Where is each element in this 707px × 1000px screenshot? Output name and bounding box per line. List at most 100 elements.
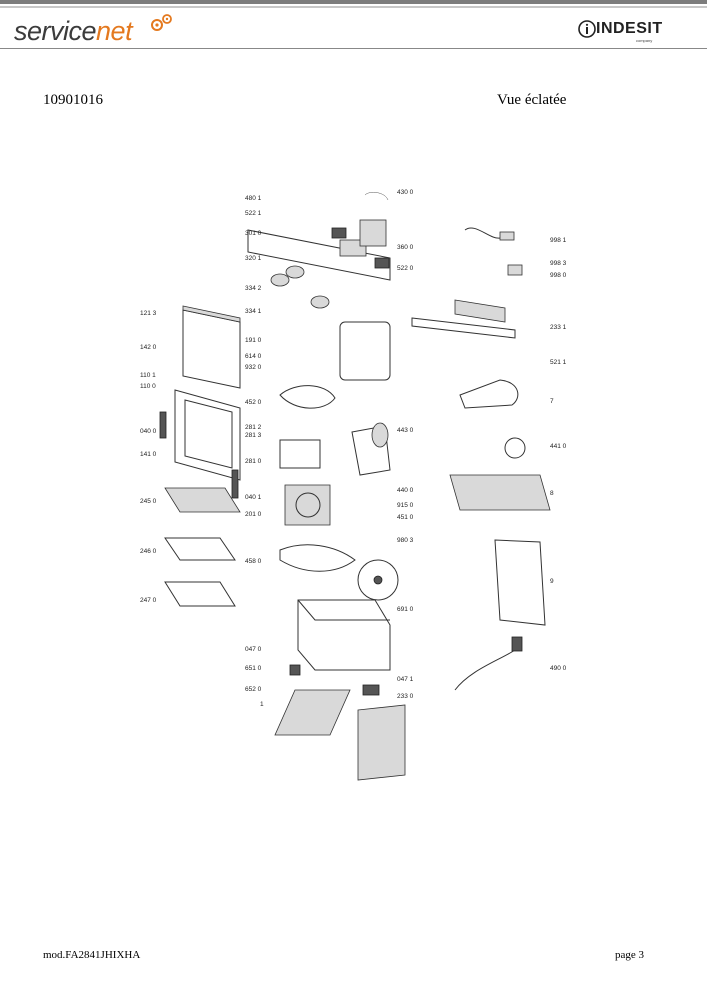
hinge bbox=[231, 469, 239, 499]
page-number: page 3 bbox=[615, 949, 645, 961]
oven-seal bbox=[339, 321, 391, 381]
rear-cover bbox=[494, 539, 546, 626]
label: 458 0 bbox=[245, 558, 262, 565]
label: 142 0 bbox=[140, 344, 157, 351]
circular-element bbox=[279, 544, 356, 572]
knob bbox=[285, 265, 305, 279]
fan-blade bbox=[357, 559, 399, 601]
label: 443 0 bbox=[397, 427, 414, 434]
label: 998 0 bbox=[550, 272, 567, 279]
top-band bbox=[0, 0, 707, 4]
label: 614 0 bbox=[245, 353, 262, 360]
deep-tray bbox=[164, 581, 236, 607]
door-inner-glass bbox=[184, 399, 233, 469]
label: 651 0 bbox=[245, 665, 262, 672]
gears-icon bbox=[151, 14, 172, 31]
rack bbox=[274, 689, 351, 736]
lamp bbox=[289, 664, 301, 676]
label: 522 0 bbox=[397, 265, 414, 272]
cooling-fan bbox=[504, 437, 526, 459]
label: 141 0 bbox=[140, 451, 157, 458]
label: 233 0 bbox=[397, 693, 414, 700]
switch bbox=[331, 227, 347, 239]
knob bbox=[270, 273, 290, 287]
grill-element bbox=[279, 385, 336, 409]
hinge bbox=[159, 411, 167, 439]
oven-cavity bbox=[297, 599, 391, 671]
display bbox=[339, 239, 367, 257]
label: 8 bbox=[550, 490, 554, 497]
label: 7 bbox=[550, 398, 554, 405]
grill-tray bbox=[164, 487, 241, 513]
label: 281 0 bbox=[245, 458, 262, 465]
label: 360 0 bbox=[397, 244, 414, 251]
label: 301 0 bbox=[245, 230, 262, 237]
label: 440 0 bbox=[397, 487, 414, 494]
wiring-harness bbox=[454, 649, 516, 691]
label: 998 1 bbox=[550, 237, 567, 244]
label: 521 1 bbox=[550, 359, 567, 366]
door-frame bbox=[174, 389, 241, 481]
label: 980 3 bbox=[397, 537, 414, 544]
terminal-block bbox=[362, 684, 380, 696]
label: 490 0 bbox=[550, 665, 567, 672]
label: 334 1 bbox=[245, 308, 262, 315]
label: 040 1 bbox=[245, 494, 262, 501]
knob bbox=[310, 295, 330, 309]
label: 281 3 bbox=[245, 432, 262, 439]
label: 233 1 bbox=[550, 324, 567, 331]
label: 932 0 bbox=[245, 364, 262, 371]
harness-connector bbox=[511, 636, 523, 652]
label: 110 1 bbox=[140, 372, 156, 379]
fan-cover bbox=[284, 484, 331, 526]
label: 281 2 bbox=[245, 424, 262, 431]
label: 201 0 bbox=[245, 511, 262, 518]
part-labels: 480 1 522 1 301 0 320 1 334 2 334 1 430 … bbox=[140, 189, 567, 708]
door-top-trim bbox=[182, 305, 241, 323]
fan-grille bbox=[295, 492, 321, 518]
indesit-company: company bbox=[636, 38, 653, 43]
door-glass-outer bbox=[182, 309, 241, 389]
fan-hub bbox=[373, 575, 383, 585]
header-rule bbox=[0, 48, 707, 49]
label: 047 0 bbox=[245, 646, 262, 653]
fan-motor bbox=[371, 422, 389, 448]
label: 430 0 bbox=[397, 189, 414, 196]
label: 047 1 bbox=[397, 676, 414, 683]
programmer-board bbox=[359, 219, 387, 247]
electronic-board bbox=[411, 317, 516, 339]
cable-998 bbox=[464, 227, 501, 239]
switch bbox=[374, 257, 390, 269]
reflector bbox=[279, 439, 321, 469]
label: 480 1 bbox=[245, 195, 262, 202]
indesit-logo: INDESIT bbox=[596, 20, 663, 37]
label: 246 0 bbox=[140, 548, 157, 555]
label: 915 0 bbox=[397, 502, 414, 509]
label: 110 0 bbox=[140, 383, 156, 390]
label: 9 bbox=[550, 578, 554, 585]
label: 247 0 bbox=[140, 597, 157, 604]
label: 334 2 bbox=[245, 285, 262, 292]
relay bbox=[507, 264, 523, 276]
label: 191 0 bbox=[245, 337, 262, 344]
top-band-secondary bbox=[0, 6, 707, 8]
label: 1 bbox=[260, 701, 264, 708]
label: 691 0 bbox=[397, 606, 414, 613]
back-panel bbox=[357, 704, 406, 781]
servicenet-logo: servicenet bbox=[14, 16, 133, 46]
label: 245 0 bbox=[140, 498, 157, 505]
label: 451 0 bbox=[397, 514, 414, 521]
fan-housing bbox=[454, 299, 506, 323]
top-panel bbox=[449, 474, 551, 511]
model-number: mod.FA2841JHIXHA bbox=[43, 949, 141, 961]
wire-430 bbox=[364, 192, 389, 201]
label: 452 0 bbox=[245, 399, 262, 406]
label: 441 0 bbox=[550, 443, 567, 450]
label: 522 1 bbox=[245, 210, 262, 217]
exploded-view-diagram: 480 1 522 1 301 0 320 1 334 2 334 1 430 … bbox=[140, 189, 567, 781]
connector bbox=[499, 231, 515, 241]
indesit-logo-icon bbox=[578, 20, 596, 38]
cavity-edge bbox=[297, 599, 390, 621]
document-code: 10901016 bbox=[43, 92, 103, 108]
label: 998 3 bbox=[550, 260, 567, 267]
